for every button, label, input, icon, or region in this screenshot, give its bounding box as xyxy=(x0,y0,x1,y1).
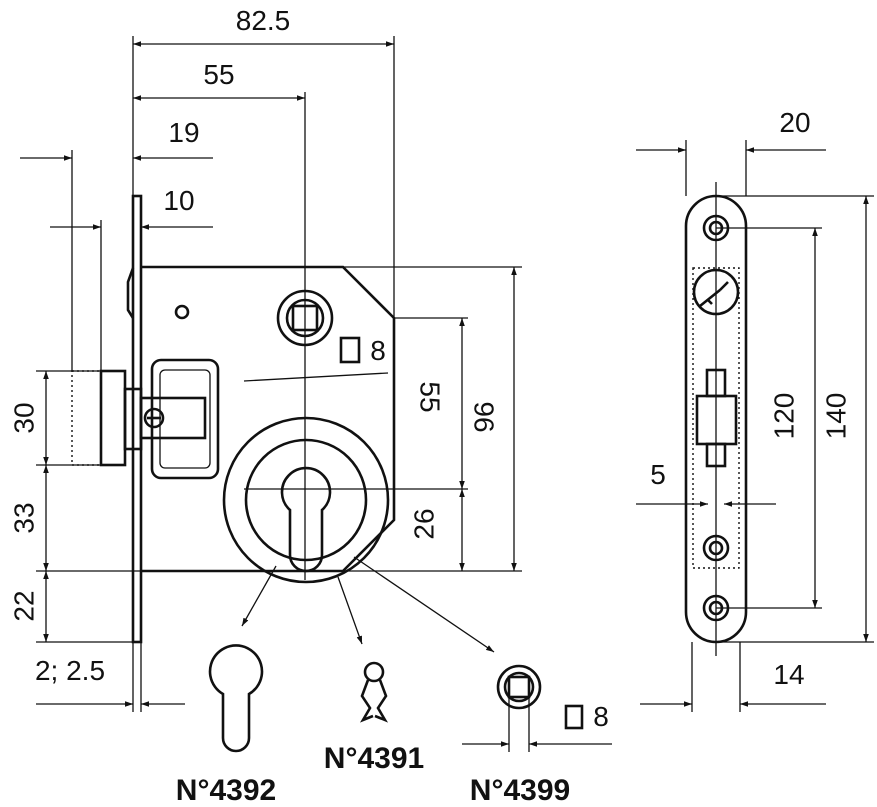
variant-warded-key: N°4391 xyxy=(324,661,424,775)
screw-middle xyxy=(702,534,730,562)
dim-cylinder-to-bottom: 22 xyxy=(8,590,39,621)
dim-cylinder-to-body-bottom: 26 xyxy=(408,508,439,539)
side-dimension-lines xyxy=(636,140,874,712)
variant-euro-cylinder: N°4392 xyxy=(176,644,276,807)
dim-faceplate-inner: 14 xyxy=(773,659,804,690)
variant-label-4391: N°4391 xyxy=(324,742,424,775)
lock-case xyxy=(141,265,396,573)
leader-arrows xyxy=(241,556,495,653)
dim-plate-thickness: 2; 2.5 xyxy=(35,655,105,686)
dim-screw-spacing: 120 xyxy=(768,393,799,440)
dim-body-height: 96 xyxy=(469,401,500,432)
dim-hole-offset: 5 xyxy=(650,459,666,490)
dim-overall-width: 82.5 xyxy=(236,5,291,36)
dim-spindle-square: 8 xyxy=(370,335,386,366)
extension-lines xyxy=(36,36,522,712)
dimension-lines xyxy=(20,41,517,707)
cylinder-rose xyxy=(222,416,390,584)
side-dimension-labels: 20 120 140 5 14 xyxy=(650,107,851,690)
square-icon xyxy=(564,704,584,730)
dim-face-to-bolt: 19 xyxy=(168,117,199,148)
dim-variant-square: 8 xyxy=(593,701,609,732)
dim-latch-to-cylinder: 33 xyxy=(8,502,39,533)
dim-faceplate-width: 20 xyxy=(779,107,810,138)
variant-square-spindle: 8 N°4399 xyxy=(462,664,612,807)
variant-label-4399: N°4399 xyxy=(470,774,570,807)
latch-bolt xyxy=(99,369,127,467)
side-view xyxy=(684,182,748,656)
key-symbol xyxy=(692,268,740,316)
mounting-hole xyxy=(174,304,190,320)
square-icon xyxy=(339,336,361,364)
variant-label-4392: N°4392 xyxy=(176,774,276,807)
center-lines xyxy=(243,92,468,580)
dim-bolt-throw: 10 xyxy=(163,185,194,216)
dimension-labels: 82.5 55 19 10 30 33 22 2; 2.5 8 55 96 26 xyxy=(8,5,499,686)
dim-backset: 55 xyxy=(203,59,234,90)
dim-latch-height: 30 xyxy=(8,402,39,433)
dim-faceplate-length: 140 xyxy=(820,393,851,440)
dim-spindle-to-cylinder: 55 xyxy=(415,381,446,412)
euro-cylinder-hole xyxy=(280,466,332,573)
front-view xyxy=(71,194,396,644)
